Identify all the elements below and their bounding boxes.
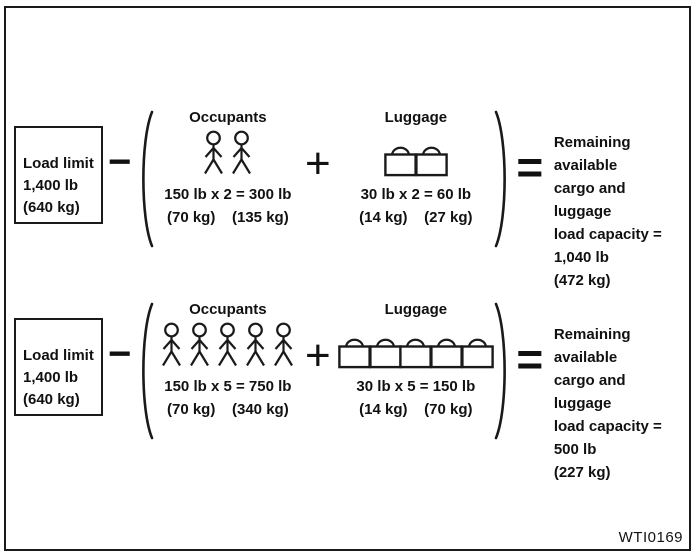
person-icon [232,130,252,175]
occupant-icons [158,322,298,369]
suitcase-icon [368,338,402,369]
person-icon [204,130,224,175]
result-text: Remaining available cargo and luggage lo… [553,326,662,481]
person-icon [274,322,294,367]
suitcase-icon [338,338,371,369]
plus-operator: + [304,331,331,380]
person-icon [162,322,182,367]
suitcase-icon [460,338,494,369]
occupants-kg-values: (70 kg) (135 kg) [166,209,289,226]
result-text: Remaining available cargo and luggage lo… [553,134,662,289]
occupants-formula: 150 lb x 5 = 750 lb [164,378,292,395]
luggage-icons [338,322,494,369]
open-paren-icon [141,110,154,248]
minus-operator: − [108,140,132,184]
luggage-group: Luggage 30 lb x 5 = 150 lb (14 kg) (70 k… [338,302,494,420]
luggage-group: Luggage 30 lb x 2 = 60 lb (14 kg) (27 kg… [338,110,494,228]
person-icon [218,322,238,367]
luggage-kg-values: (14 kg) (70 kg) [359,401,473,418]
occupants-group: Occupants [158,302,298,420]
luggage-formula: 30 lb x 5 = 150 lb [356,378,476,395]
diagram-frame: Load limit 1,400 lb (640 kg) − Occupants… [4,6,691,551]
equals-operator: = [516,333,544,385]
occupants-title: Occupants [189,109,267,126]
suitcase-icon [384,146,417,177]
close-paren-icon [494,302,506,440]
luggage-title: Luggage [384,301,448,318]
equals-operator: = [516,141,544,193]
luggage-kg-values: (14 kg) (27 kg) [359,209,473,226]
occupant-icons [158,130,298,177]
occupants-group: Occupants 150 lb x 2 = 300 lb (70 kg) (1… [158,110,298,228]
load-limit-text: Load limit 1,400 lb (640 kg) [23,155,94,216]
calc-row-2: Load limit 1,400 lb (640 kg) − Occupants [14,302,687,484]
occupants-kg-values: (70 kg) (340 kg) [166,401,289,418]
close-paren-icon [494,110,506,248]
plus-operator: + [304,139,331,188]
minus-operator: − [108,332,132,376]
luggage-formula: 30 lb x 2 = 60 lb [360,186,472,203]
person-icon [246,322,266,367]
occupants-formula: 150 lb x 2 = 300 lb [164,186,292,203]
person-icon [190,322,210,367]
suitcase-icon [430,338,463,369]
luggage-title: Luggage [384,109,448,126]
suitcase-icon [414,146,448,177]
suitcase-icon [399,338,433,369]
load-limit-box: Load limit 1,400 lb (640 kg) [14,126,103,224]
load-limit-text: Load limit 1,400 lb (640 kg) [23,347,94,408]
calc-row-1: Load limit 1,400 lb (640 kg) − Occupants… [14,110,687,292]
open-paren-icon [141,302,154,440]
load-limit-box: Load limit 1,400 lb (640 kg) [14,318,103,416]
figure-code: WTI0169 [618,529,683,546]
luggage-icons [338,130,494,177]
occupants-title: Occupants [189,301,267,318]
